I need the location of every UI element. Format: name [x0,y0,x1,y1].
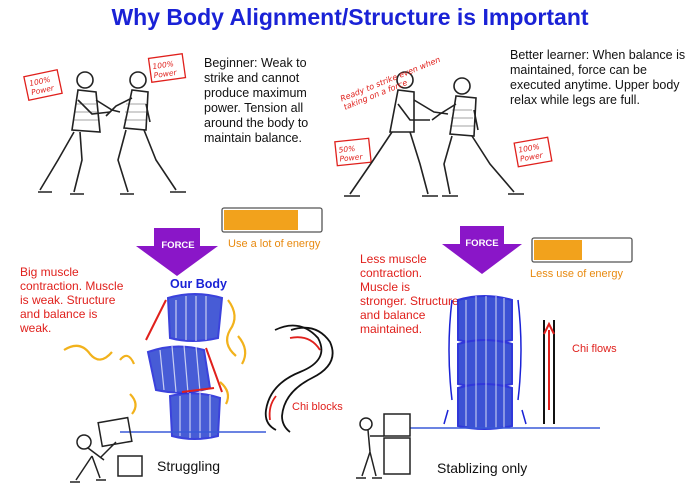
our-body-label: Our Body [170,277,227,291]
right-panel-description: Less muscle contraction. Muscle is stron… [360,252,459,336]
beginner-description: Beginner: Weak to strike and cannot prod… [204,56,309,145]
struggling-caption: Struggling [157,458,221,474]
stabilizing-caption: Stablizing only [437,460,528,476]
chi-blocks-label: Chi blocks [292,401,343,413]
left-panel-description: Big muscle contraction. Muscle is weak. … [20,265,124,335]
force-label-right: FORCE [465,238,499,249]
page-title: Why Body Alignment/Structure is Importan… [111,4,589,30]
force-label-left: FORCE [161,240,195,251]
better-learner-description: Better learner: When balance is maintain… [510,48,686,107]
energy-label-right: Less use of energy [530,268,623,280]
energy-label-left: Use a lot of energy [228,238,321,250]
chi-flows-label: Chi flows [572,343,617,355]
